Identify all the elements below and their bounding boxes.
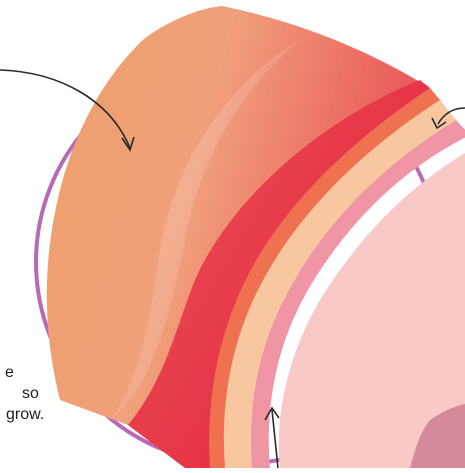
caption-line-3: grow. — [6, 405, 44, 425]
caption-line-2: so — [22, 384, 39, 404]
caption-line-1: e — [5, 363, 14, 383]
